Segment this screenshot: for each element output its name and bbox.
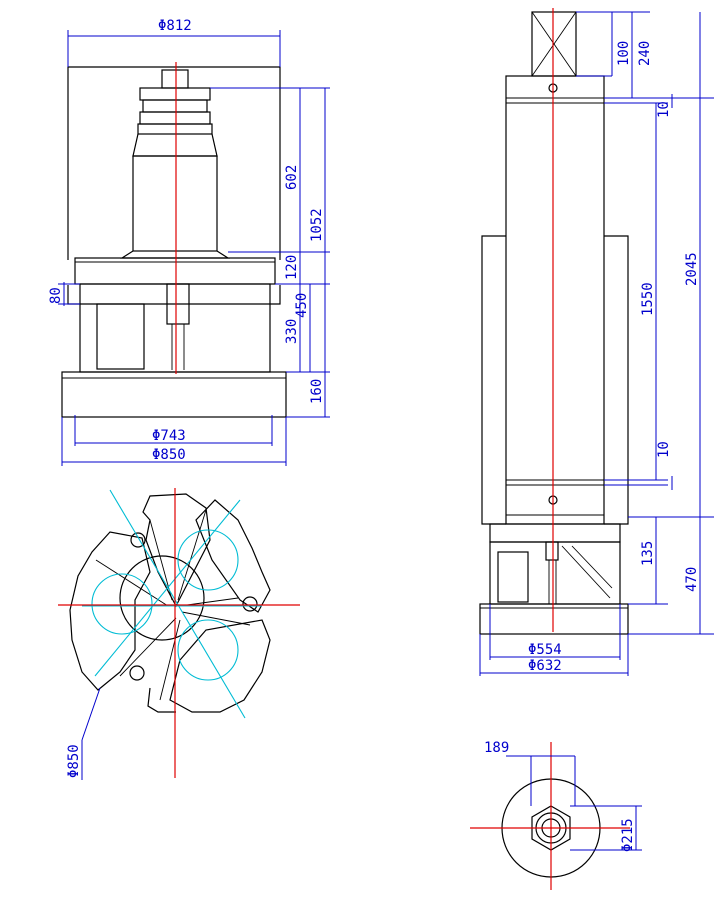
dim-602: 602	[284, 165, 300, 190]
dim-base-inner: Φ743	[152, 428, 186, 444]
bottom-view: Φ850	[58, 488, 300, 780]
dim-top-width: Φ812	[158, 18, 192, 34]
dim-470: 470	[684, 567, 700, 592]
dim-2045: 2045	[684, 252, 700, 286]
dim-side-outer-diameter: Φ632	[528, 658, 562, 674]
dim-330: 330	[284, 319, 300, 344]
dim-detail-width: 189	[484, 740, 509, 756]
dim-10-top: 10	[656, 101, 672, 118]
dim-bottom-diameter: Φ850	[66, 744, 82, 778]
dim-base-outer: Φ850	[152, 447, 186, 463]
dim-160: 160	[309, 379, 325, 404]
dim-450: 450	[294, 293, 310, 318]
dim-1052: 1052	[309, 208, 325, 242]
side-view: 100 240 10 1550 2045 10 135 470 Φ554 Φ63…	[479, 8, 714, 676]
dim-100: 100	[616, 41, 632, 66]
dim-120: 120	[284, 255, 300, 280]
dim-side-inner-diameter: Φ554	[528, 642, 562, 658]
detail-view: 189 Φ215	[470, 740, 642, 890]
dim-240: 240	[637, 41, 653, 66]
dim-80: 80	[48, 287, 64, 304]
dim-10-bottom: 10	[656, 441, 672, 458]
front-view: Φ812 602 1052 120 450 330 160 80 Φ743 Φ8…	[48, 18, 330, 466]
dim-detail-diameter: Φ215	[620, 818, 636, 852]
dim-135: 135	[640, 541, 656, 566]
dim-1550: 1550	[640, 282, 656, 316]
